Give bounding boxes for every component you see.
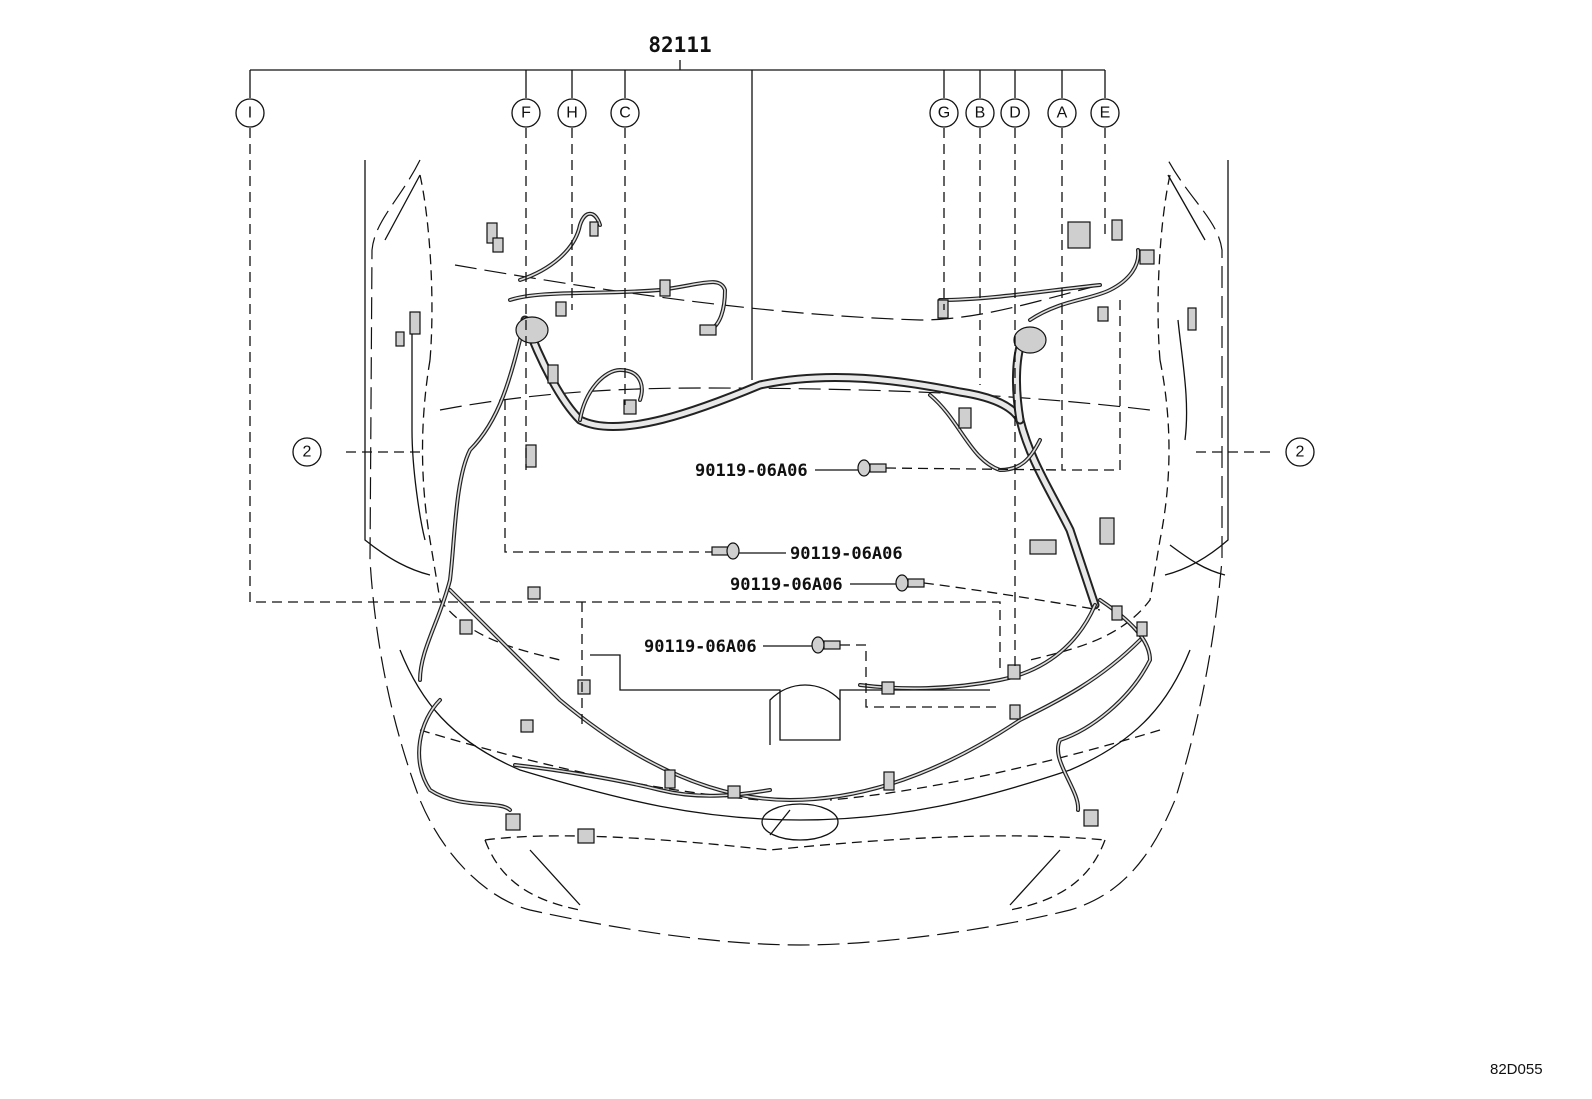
bolt-upper <box>857 459 887 477</box>
main-part-number: 82111 <box>648 33 711 57</box>
bolt-middle-right <box>895 574 925 592</box>
leader-lines <box>249 60 1270 730</box>
bolt-lower <box>811 636 841 654</box>
bolts <box>711 459 925 654</box>
callout-H: H <box>557 98 587 128</box>
svg-text:H: H <box>566 105 578 122</box>
svg-text:F: F <box>521 105 531 122</box>
bolt-labels: 90119-06A06 90119-06A06 90119-06A06 9011… <box>644 461 903 657</box>
callout-C: C <box>610 98 640 128</box>
svg-text:I: I <box>248 105 252 122</box>
callout-A: A <box>1047 98 1077 128</box>
bolt-middle-left <box>711 542 740 560</box>
svg-text:D: D <box>1009 105 1021 122</box>
bolt-label-lower: 90119-06A06 <box>644 637 757 657</box>
svg-text:A: A <box>1057 105 1068 122</box>
callout-G: G <box>929 98 959 128</box>
svg-text:G: G <box>938 105 950 122</box>
svg-text:C: C <box>619 105 631 122</box>
side-callout-left: 2 <box>292 437 322 467</box>
wiring-harness <box>411 211 1188 812</box>
callout-B: B <box>965 98 995 128</box>
bolt-label-middle-right: 90119-06A06 <box>730 575 843 595</box>
svg-text:2: 2 <box>1296 444 1305 461</box>
side-callout-right: 2 <box>1285 437 1315 467</box>
callout-F: F <box>511 98 541 128</box>
svg-text:2: 2 <box>303 444 312 461</box>
bolt-label-upper: 90119-06A06 <box>695 461 808 481</box>
connectors <box>395 219 1197 844</box>
svg-text:E: E <box>1100 105 1111 122</box>
callout-E: E <box>1090 98 1120 128</box>
letter-callouts: I F H C G B D A <box>235 98 1120 128</box>
svg-text:B: B <box>975 105 986 122</box>
callout-I: I <box>235 98 265 128</box>
callout-D: D <box>1000 98 1030 128</box>
bolt-label-middle-left: 90119-06A06 <box>790 544 903 564</box>
diagram-code: 82D055 <box>1490 1061 1543 1078</box>
